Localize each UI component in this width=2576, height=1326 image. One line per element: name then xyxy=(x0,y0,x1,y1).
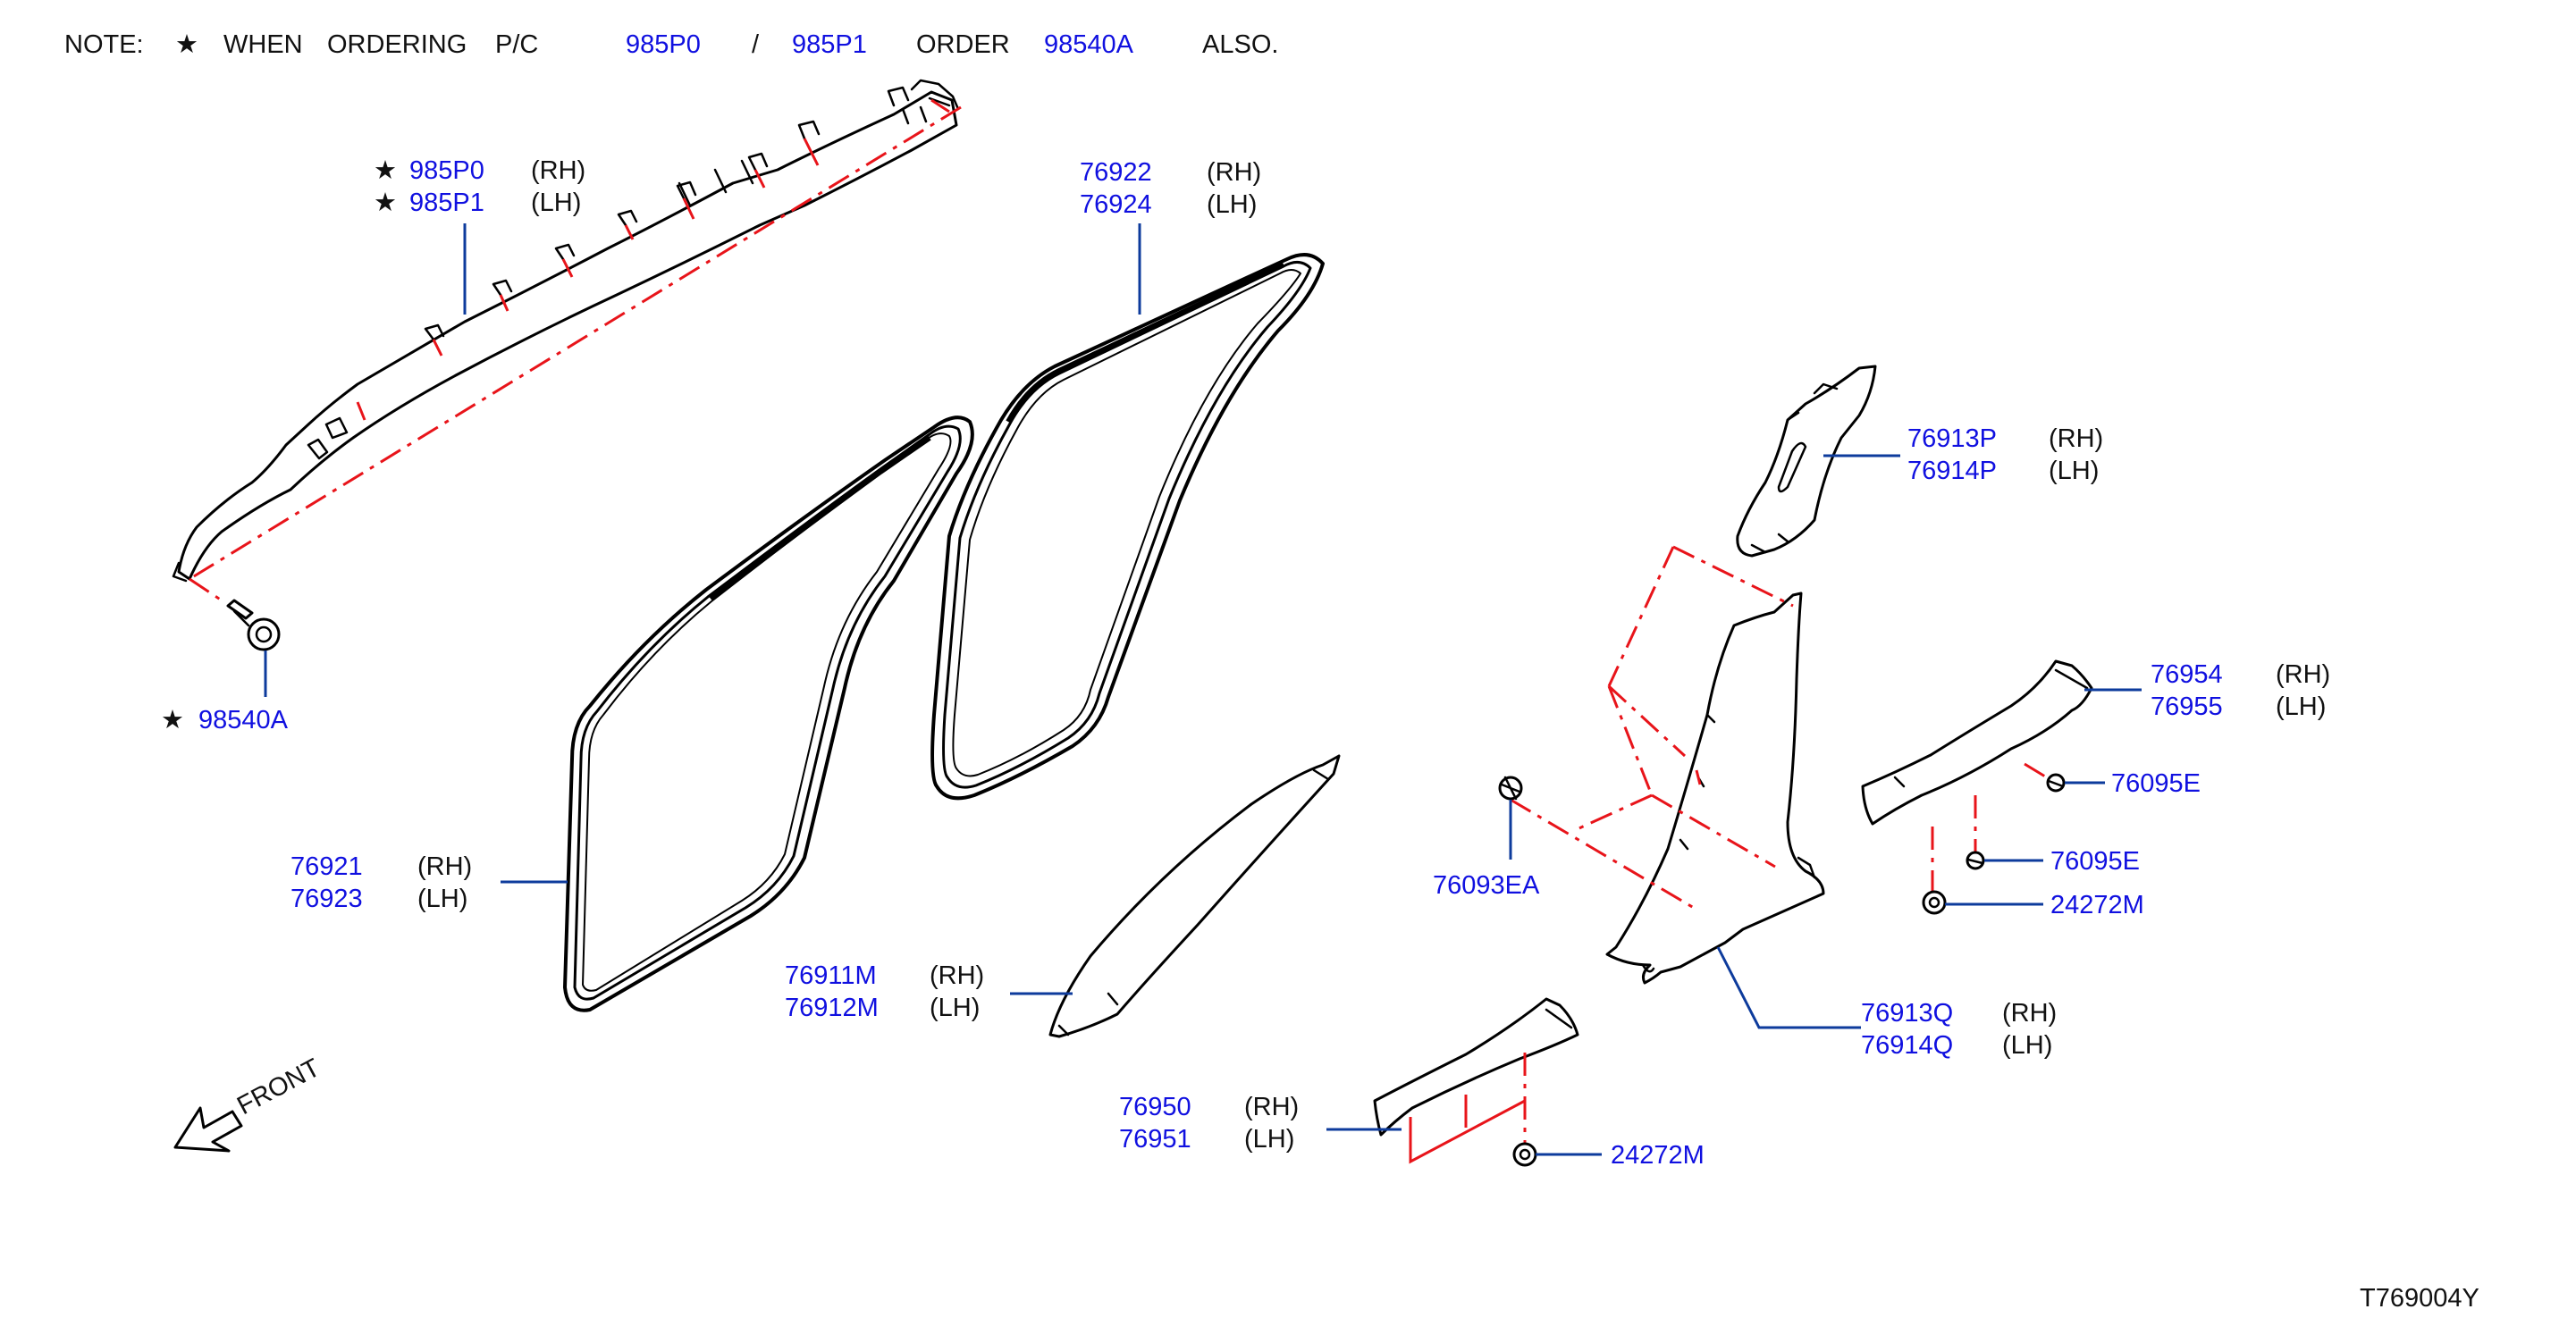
side-lh: (LH) xyxy=(1244,1125,1294,1154)
note-part-985p0[interactable]: 985P0 xyxy=(626,30,701,59)
front-door-weatherstrip-drawing xyxy=(563,415,974,1012)
clip-24272m-front-drawing xyxy=(1512,1142,1537,1167)
part-76093ea[interactable]: 76093EA xyxy=(1433,871,1540,900)
lower-center-pillar-drawing xyxy=(1605,592,1825,985)
side-lh: (LH) xyxy=(2049,457,2099,485)
part-985p0[interactable]: 985P0 xyxy=(409,156,484,185)
side-rh: (RH) xyxy=(2049,424,2103,453)
upper-center-pillar-drawing xyxy=(1736,365,1877,558)
side-lh: (LH) xyxy=(1207,190,1257,219)
part-76914p[interactable]: 76914P xyxy=(1907,457,1997,485)
front-kick-mount-lines xyxy=(1409,1053,1527,1164)
part-76912m[interactable]: 76912M xyxy=(785,994,879,1022)
side-lh: (LH) xyxy=(531,189,581,217)
center-pillar-mount-lines xyxy=(1510,545,1794,910)
front-kicking-plate-drawing xyxy=(1373,997,1579,1137)
clip-76095e-1-drawing xyxy=(2046,773,2066,793)
curtain-airbag-drawing xyxy=(172,79,960,583)
front-direction-indicator: FRONT xyxy=(173,1053,325,1153)
part-985p1[interactable]: 985P1 xyxy=(409,189,484,217)
note-line: NOTE: ★ WHEN ORDERING P/C 985P0 / 985P1 … xyxy=(64,30,1278,59)
rear-kick-mount-lines xyxy=(1931,762,2055,894)
side-lh: (LH) xyxy=(2002,1031,2052,1060)
star-icon: ★ xyxy=(374,156,397,185)
star-icon: ★ xyxy=(161,706,184,734)
note-part-985p1[interactable]: 985P1 xyxy=(792,30,867,59)
clip-76093ea-drawing xyxy=(1498,776,1523,801)
part-76921[interactable]: 76921 xyxy=(290,852,363,881)
label-rear-kick: 76954 (RH) 76955 (LH) xyxy=(2084,660,2330,721)
part-76950[interactable]: 76950 xyxy=(1119,1093,1191,1121)
side-rh: (RH) xyxy=(930,961,984,990)
front-arrow-icon xyxy=(173,1106,243,1153)
part-24272m-rear[interactable]: 24272M xyxy=(2050,891,2144,919)
side-lh: (LH) xyxy=(930,994,980,1022)
diagram-code: T769004Y xyxy=(2360,1284,2479,1313)
front-pillar-garnish-drawing xyxy=(1048,754,1341,1038)
airbag-mount-lines xyxy=(189,98,962,602)
label-clip-24272m-rear: 24272M xyxy=(1945,891,2144,919)
note-slash: / xyxy=(752,30,760,59)
part-76955[interactable]: 76955 xyxy=(2151,692,2223,721)
note-star-icon: ★ xyxy=(175,30,198,59)
part-76095e-1[interactable]: 76095E xyxy=(2111,769,2201,798)
clip-24272m-rear-drawing xyxy=(1922,890,1947,915)
side-rh: (RH) xyxy=(2002,999,2057,1028)
part-76913q[interactable]: 76913Q xyxy=(1861,999,1953,1028)
label-clip-76095e-1: 76095E xyxy=(2065,769,2201,798)
note-word-pc: P/C xyxy=(495,30,538,59)
label-upper-pillar: 76913P (RH) 76914P (LH) xyxy=(1823,424,2103,485)
side-rh: (RH) xyxy=(2276,660,2330,689)
part-76923[interactable]: 76923 xyxy=(290,885,363,913)
side-rh: (RH) xyxy=(1244,1093,1299,1121)
part-76911m[interactable]: 76911M xyxy=(785,961,877,990)
part-76922[interactable]: 76922 xyxy=(1080,158,1152,187)
side-rh: (RH) xyxy=(1207,158,1261,187)
part-76924[interactable]: 76924 xyxy=(1080,190,1152,219)
note-word-when: WHEN xyxy=(223,30,303,59)
label-clip-76095e-2: 76095E xyxy=(1984,847,2140,876)
label-front-weatherstrip: 76921 (RH) 76923 (LH) xyxy=(290,852,568,913)
rear-door-weatherstrip-drawing xyxy=(930,253,1325,801)
part-76954[interactable]: 76954 xyxy=(2151,660,2223,689)
rear-kicking-plate-drawing xyxy=(1861,659,2093,826)
label-airbag: ★ 985P0 (RH) ★ 985P1 (LH) xyxy=(374,156,585,315)
bolt-drawing xyxy=(226,599,281,651)
part-76095e-2[interactable]: 76095E xyxy=(2050,847,2140,876)
part-76914q[interactable]: 76914Q xyxy=(1861,1031,1953,1060)
label-bolt: ★ 98540A xyxy=(161,650,289,734)
side-lh: (LH) xyxy=(2276,692,2326,721)
label-clip-76093ea: 76093EA xyxy=(1433,800,1540,900)
label-clip-24272m-front: 24272M xyxy=(1536,1141,1705,1170)
part-98540a[interactable]: 98540A xyxy=(198,706,289,734)
label-lower-pillar: 76913Q (RH) 76914Q (LH) xyxy=(1716,946,2057,1060)
side-rh: (RH) xyxy=(417,852,472,881)
note-part-98540a[interactable]: 98540A xyxy=(1044,30,1134,59)
note-prefix: NOTE: xyxy=(64,30,144,59)
part-76913p[interactable]: 76913P xyxy=(1907,424,1997,453)
label-rear-weatherstrip: 76922 (RH) 76924 (LH) xyxy=(1080,158,1261,315)
label-front-kick: 76950 (RH) 76951 (LH) xyxy=(1119,1093,1402,1154)
note-also: ALSO. xyxy=(1202,30,1278,59)
part-24272m-front[interactable]: 24272M xyxy=(1611,1141,1705,1170)
part-76951[interactable]: 76951 xyxy=(1119,1125,1191,1154)
note-word-ordering: ORDERING xyxy=(327,30,467,59)
front-label: FRONT xyxy=(232,1053,324,1120)
note-order: ORDER xyxy=(916,30,1010,59)
label-front-pillar: 76911M (RH) 76912M (LH) xyxy=(785,961,1073,1022)
side-lh: (LH) xyxy=(417,885,467,913)
star-icon: ★ xyxy=(374,189,397,217)
side-rh: (RH) xyxy=(531,156,585,185)
clip-76095e-2-drawing xyxy=(1966,851,1985,870)
